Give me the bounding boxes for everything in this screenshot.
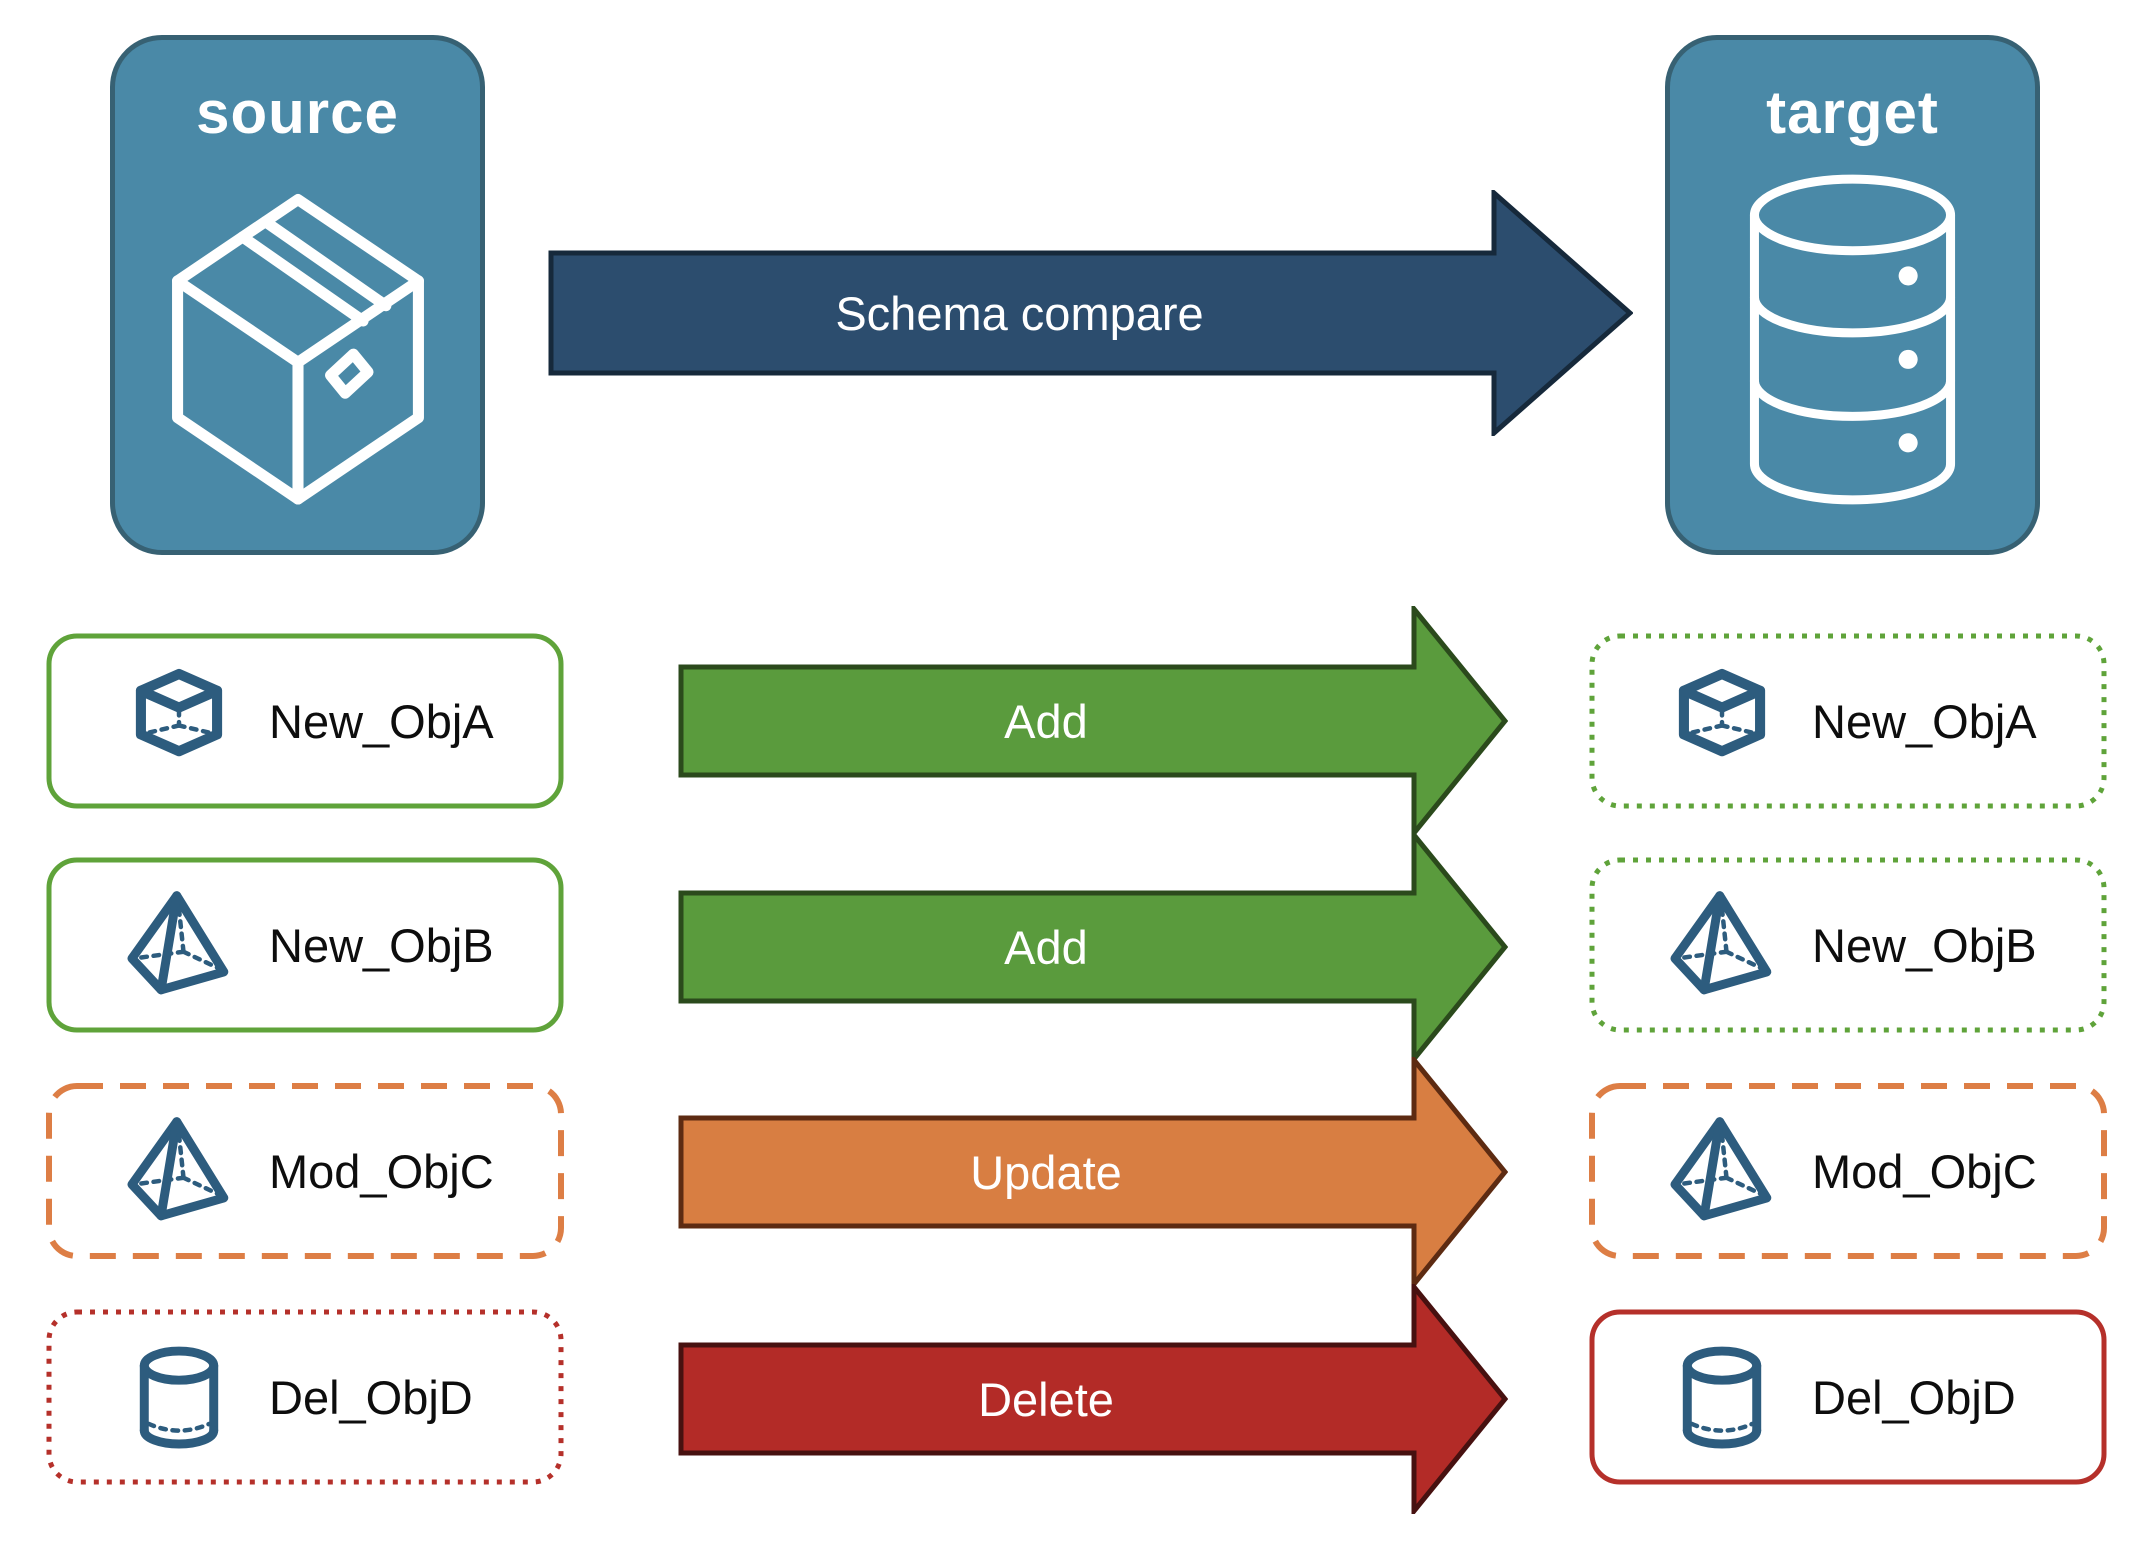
cylinder-icon [139,1346,219,1449]
object-label: Del_ObjD [269,1370,473,1424]
pyramid-icon [1670,1117,1772,1221]
cylinder-icon [1682,1346,1762,1449]
add-arrow-label-row1: Add [1004,694,1088,748]
cube-icon [1678,668,1766,757]
schema-compare-label: Schema compare [835,286,1204,340]
source-title: source [196,79,399,146]
pyramid-icon [1670,891,1772,995]
delete-arrow [678,1284,1508,1514]
source-object-del-objd: Del_ObjD [45,1308,565,1486]
delete-arrow-label: Delete [978,1372,1114,1426]
object-label: New_ObjB [269,918,494,972]
add-arrow-row2 [678,832,1508,1062]
schema-compare-arrow [548,190,1633,436]
object-label: Mod_ObjC [1812,1144,2037,1198]
object-label: Del_ObjD [1812,1370,2016,1424]
cube-icon [135,668,223,757]
source-object-new-objb: New_ObjB [45,856,565,1034]
object-label: New_ObjA [1812,694,2037,748]
object-label: Mod_ObjC [269,1144,494,1198]
database-icon [1720,147,1985,550]
object-label: New_ObjA [269,694,494,748]
target-node: target [1665,35,2040,555]
pyramid-icon [127,891,229,995]
update-arrow-label: Update [970,1145,1122,1199]
add-arrow-label-row2: Add [1004,920,1088,974]
target-title: target [1766,79,1939,146]
source-node: source [110,35,485,555]
package-icon [133,147,463,550]
source-object-new-obja: New_ObjA [45,632,565,810]
target-object-del-objd: Del_ObjD [1588,1308,2108,1486]
pyramid-icon [127,1117,229,1221]
update-arrow [678,1057,1508,1287]
target-object-new-obja: New_ObjA [1588,632,2108,810]
add-arrow-row1 [678,606,1508,836]
object-label: New_ObjB [1812,918,2037,972]
target-object-new-objb: New_ObjB [1588,856,2108,1034]
source-object-mod-objc: Mod_ObjC [45,1082,565,1260]
target-object-mod-objc: Mod_ObjC [1588,1082,2108,1260]
